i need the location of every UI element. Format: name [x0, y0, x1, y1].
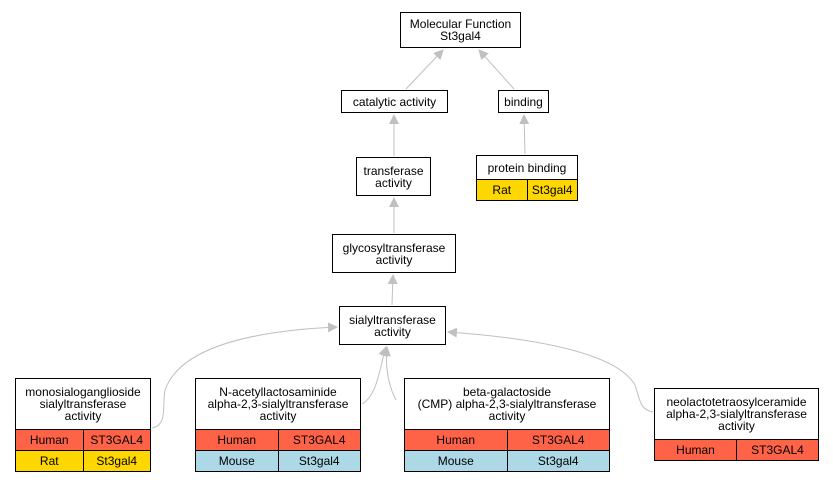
node-label-line: alpha-2,3-sialyltransferase [666, 407, 807, 421]
node-label-line: glycosyltransferase [342, 240, 446, 255]
edge-sialyl-to-glycosyl [387, 274, 398, 306]
node-label-line: activity [375, 252, 413, 267]
node-label-line: alpha-2,3-sialyltransferase [207, 397, 349, 411]
node-label-line: activity [718, 419, 755, 433]
gene-annotation-row: Rat St3gal4 [16, 450, 150, 471]
edge-betagal-to-sialyl [381, 346, 397, 401]
edge-mono-to-sialyl [151, 322, 338, 429]
gene-cell: ST3GAL4 [506, 430, 609, 450]
node-glycosyltransferase-activity[interactable]: glycosyltransferase activity [332, 234, 456, 273]
node-molecular-function[interactable]: Molecular Function St3gal4 [400, 12, 521, 48]
edge-nacetyl-to-sialyl [361, 346, 388, 405]
node-label-line: activity [375, 175, 412, 190]
species-cell: Mouse [405, 451, 507, 471]
gene-cell: St3gal4 [526, 180, 577, 200]
node-label-line: Molecular Function [409, 17, 512, 31]
species-cell: Mouse [196, 451, 278, 471]
node-label-line: catalytic activity [352, 94, 437, 109]
node-label-line: N-acetyllactosaminide [219, 385, 337, 399]
gene-cell: St3gal4 [277, 451, 360, 471]
species-cell: Human [196, 430, 278, 450]
gene-cell: St3gal4 [506, 451, 609, 471]
node-label-line: activity [488, 409, 526, 423]
node-beta-galactoside-sialyltransferase-activity[interactable]: beta-galactoside (CMP) alpha-2,3-sialylt… [404, 378, 610, 472]
edge-protein-binding-to-binding [519, 114, 530, 155]
gene-cell: ST3GAL4 [736, 440, 818, 460]
edge-binding-to-root [478, 49, 515, 90]
node-label-line: binding [504, 94, 543, 109]
node-label-line: sialyltransferase [349, 312, 436, 327]
node-catalytic-activity[interactable]: catalytic activity [341, 90, 448, 113]
node-protein-binding[interactable]: protein binding Rat St3gal4 [476, 155, 578, 201]
species-cell: Human [405, 430, 507, 450]
species-cell: Rat [16, 451, 83, 471]
gene-cell: St3gal4 [82, 451, 150, 471]
gene-annotation-row: Human ST3GAL4 [16, 429, 150, 450]
node-label-line: monosialoganglioside [25, 385, 141, 399]
gene-annotation-row: Mouse St3gal4 [196, 450, 360, 471]
species-cell: Rat [477, 180, 527, 200]
node-label-line: activity [374, 324, 411, 339]
node-transferase-activity[interactable]: transferase activity [356, 157, 431, 196]
gene-annotation-row: Human ST3GAL4 [196, 429, 360, 450]
species-cell: Human [655, 440, 736, 460]
node-label-line: neolactotetraosylceramide [666, 395, 807, 409]
node-label-line: activity [64, 409, 102, 423]
gene-annotation-row: Mouse St3gal4 [405, 450, 609, 471]
node-label-line: (CMP) alpha-2,3-sialyltransferase [417, 397, 597, 411]
gene-cell: ST3GAL4 [82, 430, 150, 450]
node-label-line: sialyltransferase [39, 397, 127, 411]
node-neolactotetraosylceramide-sialyltransferase-activity[interactable]: neolactotetraosylceramide alpha-2,3-sial… [654, 388, 819, 461]
edge-catalytic-to-root [405, 49, 444, 90]
node-label-line: beta-galactoside [462, 385, 552, 399]
node-binding[interactable]: binding [498, 90, 549, 113]
node-label-line: transferase [363, 163, 424, 178]
node-label-line: activity [259, 409, 297, 423]
gene-annotation-row: Human ST3GAL4 [405, 429, 609, 450]
edge-neolacto-to-sialyl [447, 327, 654, 413]
gene-annotation-row: Rat St3gal4 [477, 179, 577, 200]
node-sialyltransferase-activity[interactable]: sialyltransferase activity [339, 306, 446, 345]
gene-cell: ST3GAL4 [277, 430, 360, 450]
node-label-line: St3gal4 [440, 29, 481, 43]
node-n-acetyllactosaminide-sialyltransferase-activity[interactable]: N-acetyllactosaminide alpha-2,3-sialyltr… [195, 378, 361, 472]
node-monosialoganglioside-sialyltransferase-activity[interactable]: monosialoganglioside sialyltransferase a… [15, 378, 151, 472]
gene-annotation-row: Human ST3GAL4 [655, 439, 818, 460]
node-label-line: protein binding [487, 160, 567, 175]
species-cell: Human [16, 430, 83, 450]
